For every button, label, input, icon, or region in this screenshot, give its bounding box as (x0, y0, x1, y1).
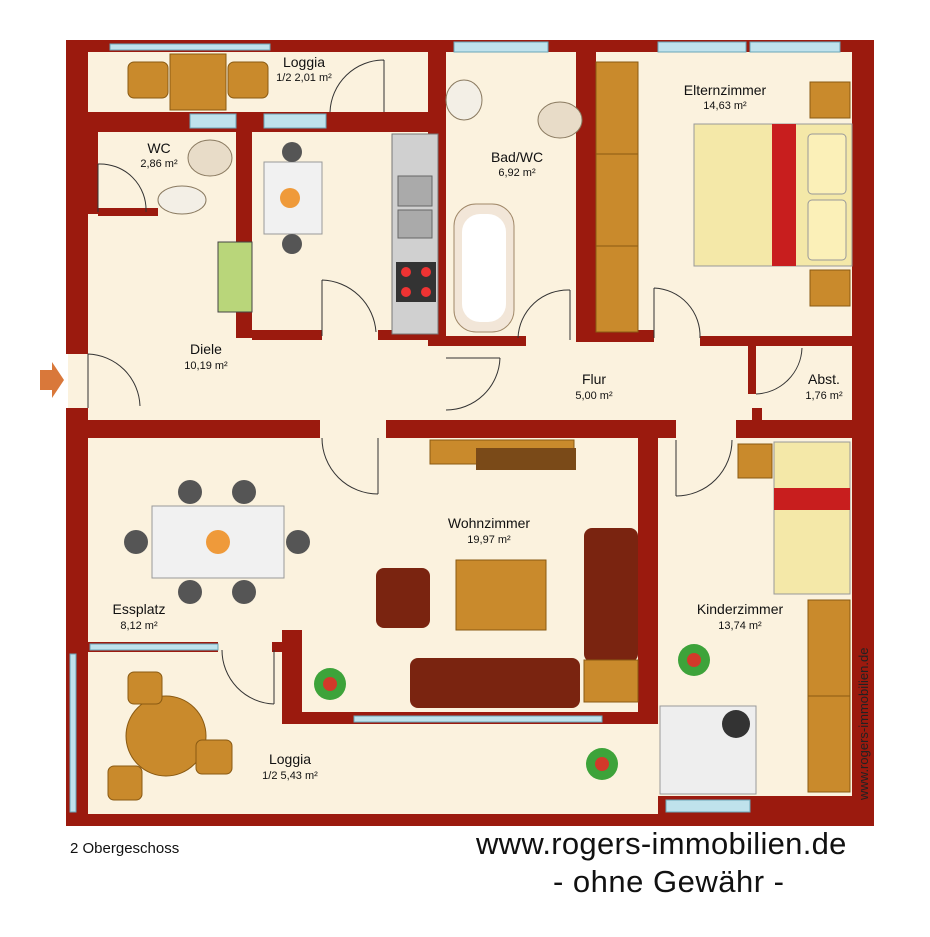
room-label-diele: Diele (190, 341, 222, 357)
elternzimmer-furniture (595, 61, 853, 333)
kitchen-table (263, 142, 323, 254)
loggia-bottom-furniture (107, 671, 233, 801)
wohnzimmer-furniture (376, 439, 639, 708)
website-caption: www.rogers-immobilien.de (476, 826, 847, 861)
room-area-bad: 6,92 m² (498, 167, 536, 179)
room-area-diele: 10,19 m² (184, 360, 228, 372)
room-label-flur: Flur (582, 371, 606, 387)
disclaimer-caption: - ohne Gewähr - (553, 864, 785, 899)
entrance-arrow-icon (40, 362, 64, 398)
loggia-top-furniture (127, 53, 269, 111)
room-label-loggia-top: Loggia (283, 54, 325, 70)
room-area-loggia-bottom: 1/2 5,43 m² (262, 770, 318, 782)
vertical-watermark: www.rogers-immobilien.de (856, 647, 871, 800)
kitchen-fixtures (391, 133, 439, 335)
dining-table (124, 480, 310, 604)
room-area-abst: 1,76 m² (805, 390, 843, 402)
room-label-bad: Bad/WC (491, 149, 543, 165)
windows (69, 41, 841, 813)
room-labels: Loggia 1/2 2,01 m² WC 2,86 m² Bad/WC 6,9… (113, 54, 843, 782)
coat-rack (217, 241, 253, 313)
bathroom-fixtures (445, 79, 583, 333)
room-area-wohn: 19,97 m² (467, 534, 511, 546)
doors (87, 59, 803, 705)
room-area-flur: 5,00 m² (575, 390, 613, 402)
room-label-kinder: Kinderzimmer (697, 601, 784, 617)
room-label-abst: Abst. (808, 371, 840, 387)
room-label-eltern: Elternzimmer (684, 82, 767, 98)
room-label-ess: Essplatz (113, 601, 166, 617)
floor-label: 2 Obergeschoss (70, 840, 180, 857)
room-label-wc: WC (147, 140, 170, 156)
room-area-eltern: 14,63 m² (703, 100, 747, 112)
room-area-kinder: 13,74 m² (718, 620, 762, 632)
room-area-loggia-top: 1/2 2,01 m² (276, 72, 332, 84)
wc-fixtures (157, 139, 233, 215)
room-area-ess: 8,12 m² (120, 620, 158, 632)
kinderzimmer-furniture (659, 441, 851, 795)
room-label-loggia-bottom: Loggia (269, 751, 311, 767)
room-label-wohn: Wohnzimmer (448, 515, 531, 531)
room-area-wc: 2,86 m² (140, 158, 178, 170)
plants (314, 644, 710, 780)
